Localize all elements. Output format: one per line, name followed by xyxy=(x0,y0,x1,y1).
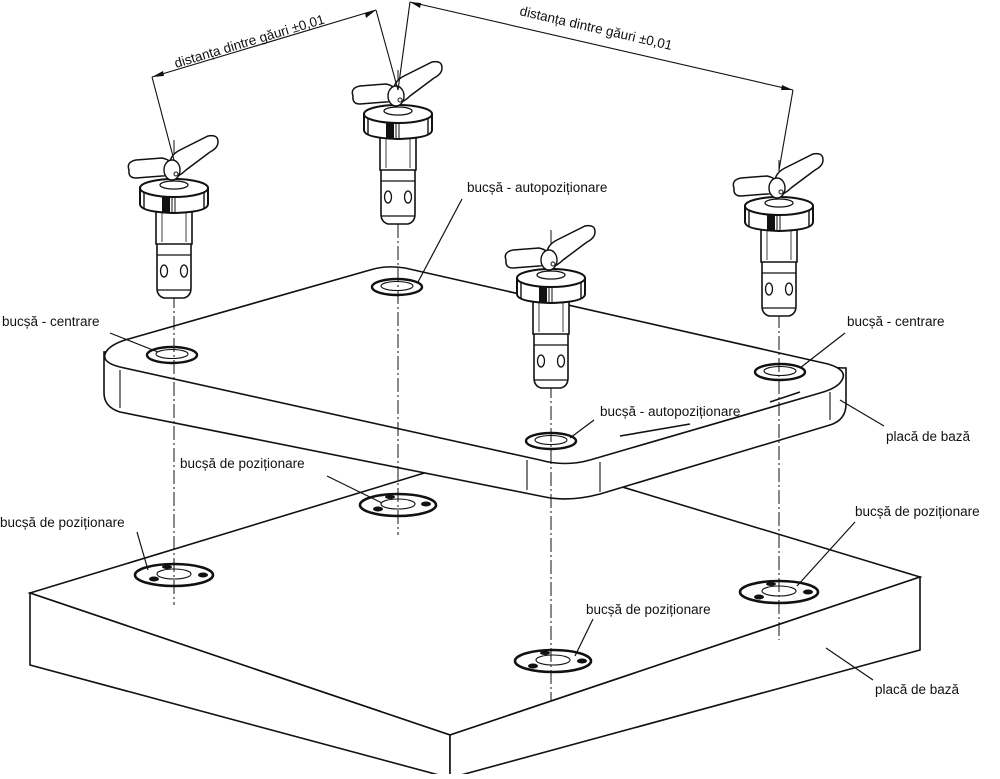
label-upper-base-plate: placă de bază xyxy=(886,429,971,444)
label-positioning-bushing-front: bucșă de poziționare xyxy=(586,602,711,617)
label-self-positioning-bushing-top: bucșă - autopoziționare xyxy=(467,180,607,195)
dim-left-text: distanța dintre găuri ±0,01 xyxy=(173,12,327,71)
centering-bushing-right xyxy=(753,362,807,382)
label-positioning-bushing-mid: bucșă de poziționare xyxy=(180,456,305,471)
annotations: bucșă - autopoziționare bucșă - centrare… xyxy=(0,180,980,697)
label-centering-bushing-right: bucșă - centrare xyxy=(847,314,945,329)
dimension-right: distanța dintre găuri ±0,01 xyxy=(397,1,794,171)
label-positioning-bushing-left: bucșă de poziționare xyxy=(0,515,125,530)
upper-plate-top-face xyxy=(103,266,845,465)
dimension-left: distanța dintre găuri ±0,01 xyxy=(151,9,399,161)
lower-base-plate xyxy=(27,449,923,779)
centering-bushing-left xyxy=(145,345,199,365)
label-centering-bushing-left: bucșă - centrare xyxy=(2,314,100,329)
self-positioning-bushing-back xyxy=(370,277,424,297)
positioning-bushing-front xyxy=(513,648,593,674)
label-lower-base-plate: placă de bază xyxy=(875,682,960,697)
pin-right xyxy=(732,152,824,317)
label-positioning-bushing-right: bucșă de poziționare xyxy=(855,504,980,519)
label-self-positioning-bushing-front: bucșă - autopoziționare xyxy=(600,404,740,419)
dim-right-text: distanța dintre găuri ±0,01 xyxy=(518,3,673,53)
lower-plate-right-face xyxy=(449,575,921,779)
pin-left xyxy=(127,134,219,299)
upper-base-plate xyxy=(103,266,847,500)
